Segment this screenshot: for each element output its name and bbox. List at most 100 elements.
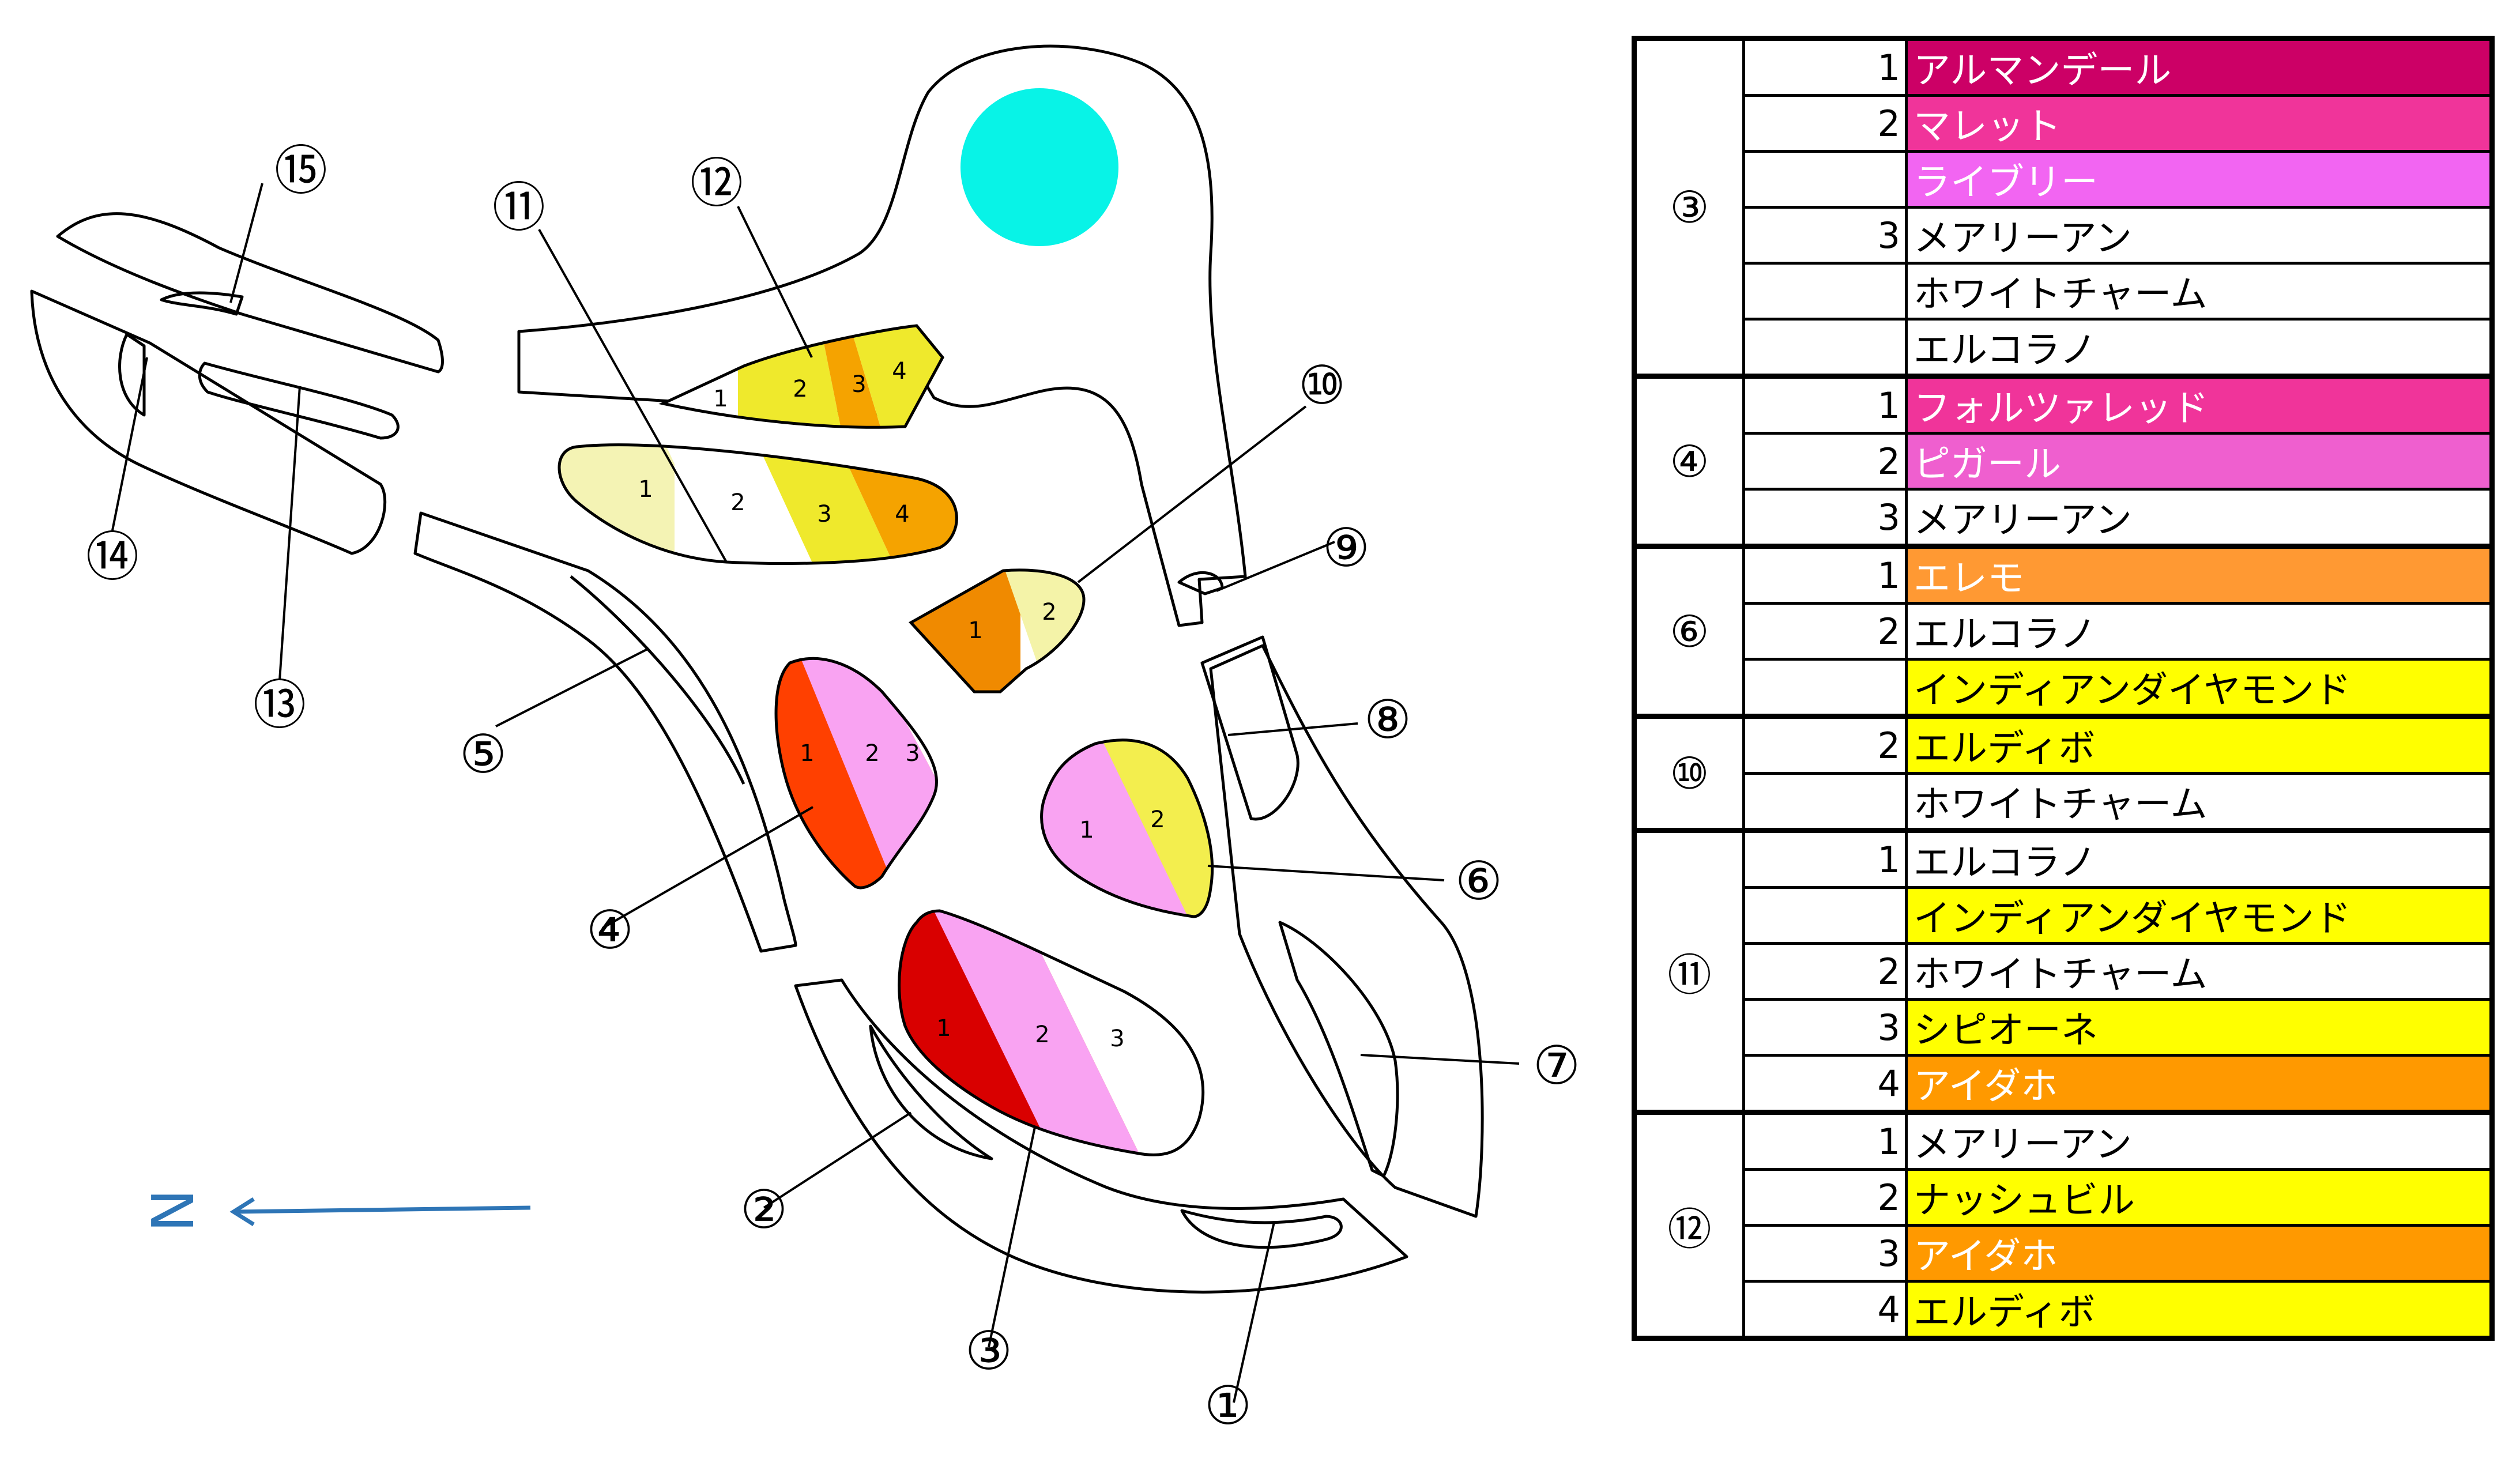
legend-row: ホワイトチャーム xyxy=(1634,772,2493,832)
legend-variety-name: ホワイトチャーム xyxy=(1905,772,2493,832)
legend-section-number xyxy=(1742,659,1908,718)
north-label: N xyxy=(140,1189,207,1232)
bed-10-fill xyxy=(911,570,1084,692)
legend-variety-name: アイダホ xyxy=(1905,1054,2493,1114)
bed-15-shape xyxy=(56,212,444,374)
bed-label-2: ② xyxy=(740,1179,788,1241)
bed-11-outline xyxy=(558,443,958,565)
legend-bed-label: ⑥ xyxy=(1633,544,1745,718)
bed-label-12: ⑫ xyxy=(690,153,743,214)
legend-variety-name: マレット xyxy=(1905,94,2493,153)
bed-14-inner xyxy=(118,333,146,417)
legend-section-number: 4 xyxy=(1742,1054,1908,1114)
bed-10-outline xyxy=(909,568,1086,693)
central-lawn-outline xyxy=(517,44,1247,627)
bed-10-section-2: 2 xyxy=(1042,599,1056,625)
bed-12-fill xyxy=(663,326,943,428)
bed-10-section-1: 1 xyxy=(968,617,982,644)
legend-section-number xyxy=(1742,773,1908,832)
legend-section-number: 4 xyxy=(1742,1280,1908,1340)
legend-section-number: 3 xyxy=(1742,998,1908,1057)
bed-3-section-3: 3 xyxy=(1110,1026,1124,1052)
north-arrow: N xyxy=(140,1189,531,1232)
legend-variety-name: エルディボ xyxy=(1905,714,2493,775)
legend-row: インディアンダイヤモンド xyxy=(1634,658,2493,718)
bed-11-section-3: 3 xyxy=(817,501,831,527)
leader-lines xyxy=(111,183,1520,1403)
bed-label-11: ⑪ xyxy=(492,177,545,239)
legend-section-number: 1 xyxy=(1742,36,1908,97)
bed-12-outline xyxy=(658,324,944,429)
bed-label-8: ⑧ xyxy=(1364,689,1411,751)
bed-5-shape xyxy=(413,511,797,953)
legend-variety-name: インディアンダイヤモンド xyxy=(1905,886,2493,945)
bed-label-7: ⑦ xyxy=(1533,1035,1580,1096)
legend-variety-name: エレモ xyxy=(1905,544,2493,605)
legend-row: ホワイトチャーム xyxy=(1634,262,2493,321)
bed-4-section-2: 2 xyxy=(865,740,879,767)
legend-section-number: 2 xyxy=(1742,94,1908,153)
legend-section-number: 2 xyxy=(1742,942,1908,1001)
bed-label-13: ⑬ xyxy=(253,674,306,736)
legend-variety-name: ホワイトチャーム xyxy=(1905,262,2493,321)
legend-variety-name: インディアンダイヤモンド xyxy=(1905,658,2493,718)
legend-variety-name: エルコラノ xyxy=(1905,318,2493,378)
legend-variety-name: ホワイトチャーム xyxy=(1905,942,2493,1001)
legend-variety-name: シピオーネ xyxy=(1905,998,2493,1057)
legend-section-number xyxy=(1742,319,1908,378)
bed-label-14: ⑭ xyxy=(86,526,139,588)
legend-variety-name: ライブリー xyxy=(1905,150,2493,209)
bed-11-section-1: 1 xyxy=(638,476,653,503)
bed-4-outline xyxy=(774,657,938,889)
legend-section-number: 3 xyxy=(1742,1224,1908,1283)
legend-bed-label: ⑩ xyxy=(1633,714,1745,832)
legend-variety-name: エルコラノ xyxy=(1905,602,2493,661)
bed-12-section-2: 2 xyxy=(793,376,807,402)
legend-section-number: 1 xyxy=(1742,828,1908,889)
legend-variety-name: エルコラノ xyxy=(1905,828,2493,889)
legend-section-number xyxy=(1742,887,1908,945)
bed-label-5: ⑤ xyxy=(459,723,507,785)
bed-label-10: ⑩ xyxy=(1298,355,1346,416)
legend-section-number: 1 xyxy=(1742,544,1908,605)
bed-3-outline xyxy=(898,909,1205,1156)
bed-5-inner xyxy=(570,575,745,785)
bed-12-section-4: 4 xyxy=(892,358,906,385)
legend-section-number: 2 xyxy=(1742,432,1908,491)
bed-4-fill xyxy=(776,658,937,888)
bed-6-fill xyxy=(1041,740,1212,917)
legend-variety-name: メアリーアン xyxy=(1905,488,2493,548)
outer-right-bed xyxy=(1209,644,1484,1218)
legend-section-number: 3 xyxy=(1742,488,1908,548)
legend-variety-name: ナッシュビル xyxy=(1905,1168,2493,1227)
legend-bed-label: ⑫ xyxy=(1633,1110,1745,1340)
bed-label-15: ⑮ xyxy=(274,140,327,202)
legend-row: ライブリー xyxy=(1634,150,2493,209)
bed-label-1: ① xyxy=(1204,1375,1252,1437)
bed-3-section-1: 1 xyxy=(936,1015,951,1042)
legend-row: インディアンダイヤモンド xyxy=(1634,886,2493,945)
legend-variety-name: アイダホ xyxy=(1905,1224,2493,1283)
bed-6-section-1: 1 xyxy=(1079,817,1094,843)
legend-section-number xyxy=(1742,263,1908,321)
bed-15-inner xyxy=(160,291,244,316)
legend-section-number xyxy=(1742,151,1908,209)
bed-8-shape xyxy=(1200,635,1299,821)
section-labels: 1 2 3 4 1 2 3 4 1 2 1 2 3 1 2 1 2 3 xyxy=(638,358,1165,1052)
legend-variety-name: メアリーアン xyxy=(1905,206,2493,265)
bed-number-labels: ① ② ③ ④ ⑤ ⑥ ⑦ ⑧ ⑨ ⑩ ⑪ ⑫ ⑬ ⑭ ⑮ xyxy=(86,140,1580,1437)
